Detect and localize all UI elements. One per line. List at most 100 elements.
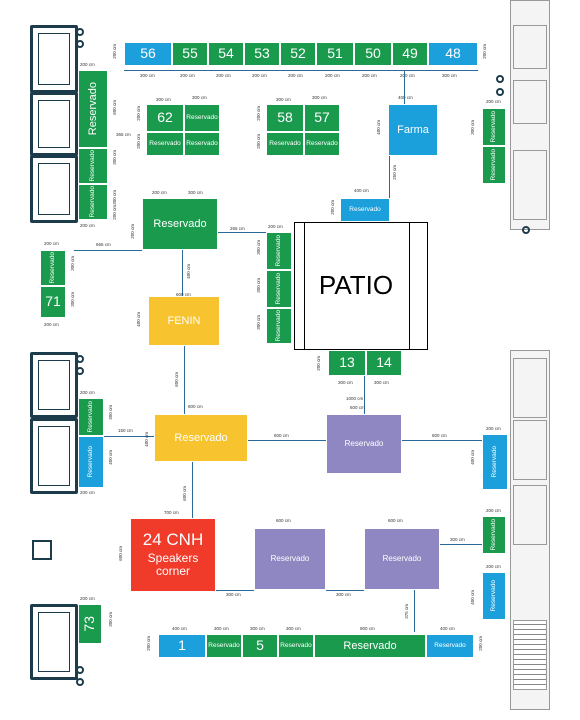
- dim-label: 200 cm: [136, 106, 141, 121]
- booth-55[interactable]: 55: [172, 42, 208, 66]
- dim-label: 200 cm: [216, 73, 231, 78]
- booth-reservado-left-top[interactable]: Reservado: [78, 70, 108, 148]
- booth-53[interactable]: 53: [244, 42, 280, 66]
- booth-reservado-left-mid-2[interactable]: Reservado: [78, 436, 104, 488]
- dim-label: 600 cm: [432, 433, 447, 438]
- dim-label: 200 cm: [152, 190, 167, 195]
- dim-label: 300 cm: [156, 97, 171, 102]
- booth-farma[interactable]: Farma: [388, 104, 438, 156]
- booth-reservado-left-mid-1[interactable]: Reservado: [78, 398, 104, 436]
- door-ring-icon: [76, 355, 84, 363]
- door-ring-icon: [76, 28, 84, 36]
- left-door-6: [30, 604, 78, 680]
- booth-52[interactable]: 52: [280, 42, 316, 66]
- dim-label: 300 cm: [336, 592, 351, 597]
- booth-label: Reservado: [86, 82, 99, 136]
- dim-label: 300 cm: [256, 240, 261, 255]
- booth-reservado-62-br[interactable]: Reservado: [184, 132, 220, 156]
- dim-label: 300 cm: [70, 256, 75, 271]
- booth-reservado-right-mid[interactable]: Reservado: [482, 434, 508, 490]
- dim-label: 600 cm: [388, 518, 403, 523]
- dim-label: 400 cm: [440, 626, 455, 631]
- booth-73[interactable]: 73: [78, 604, 102, 644]
- dim-label: 365 cm: [116, 132, 131, 137]
- cnh-subtitle-2: corner: [155, 564, 190, 579]
- booth-1[interactable]: 1: [158, 634, 206, 658]
- dim-label: 400 cm: [108, 450, 113, 465]
- booth-reservado-purple-bottom-2[interactable]: Reservado: [364, 528, 440, 590]
- booth-reservado-58-br[interactable]: Reservado: [304, 132, 340, 156]
- dim-line: [124, 70, 478, 71]
- booth-5[interactable]: 5: [242, 634, 278, 658]
- booth-label: Reservado: [87, 401, 95, 433]
- booth-reservado-right-bottom-1[interactable]: Reservado: [482, 516, 506, 554]
- dim-line: [402, 440, 482, 441]
- dim-label: 200 cm: [325, 73, 340, 78]
- dim-line: [440, 544, 482, 545]
- booth-reservado-farma-small[interactable]: Reservado: [340, 198, 390, 222]
- dim-label: 200 cm: [44, 322, 59, 327]
- booth-54[interactable]: 54: [208, 42, 244, 66]
- door-ring-icon: [496, 75, 504, 83]
- booth-14[interactable]: 14: [366, 350, 402, 376]
- booth-reservado-right-top-1[interactable]: Reservado: [482, 108, 506, 146]
- door-ring-icon: [76, 367, 84, 375]
- booth-reservado-bottom-3[interactable]: Reservado: [314, 634, 426, 658]
- booth-58[interactable]: 58: [266, 104, 304, 132]
- door-ring-icon: [522, 226, 530, 234]
- booth-reservado-purple-mid[interactable]: Reservado: [326, 414, 402, 474]
- booth-48[interactable]: 48: [428, 42, 478, 66]
- booth-reservado-center[interactable]: Reservado: [142, 198, 218, 250]
- booth-62[interactable]: 62: [146, 104, 184, 132]
- booth-reservado-71-top[interactable]: Reservado: [40, 250, 66, 286]
- dim-line: [414, 590, 415, 632]
- booth-50[interactable]: 50: [354, 42, 392, 66]
- dim-label: 200 cm: [486, 508, 501, 513]
- booth-57[interactable]: 57: [304, 104, 340, 132]
- booth-reservado-bottom-2[interactable]: Reservado: [278, 634, 314, 658]
- booth-reservado-purple-bottom-1[interactable]: Reservado: [254, 528, 326, 590]
- dim-label: 150 cm: [118, 428, 133, 433]
- dim-line: [192, 462, 193, 518]
- booth-reservado-yellow[interactable]: Reservado: [154, 414, 248, 462]
- booth-51[interactable]: 51: [316, 42, 354, 66]
- booth-reservado-62-bl[interactable]: Reservado: [146, 132, 184, 156]
- dim-label: 200 cm: [486, 564, 501, 569]
- booth-reservado-58-bl[interactable]: Reservado: [266, 132, 304, 156]
- dim-label: 300 cm: [338, 380, 353, 385]
- dim-label: 200 cm: [80, 490, 95, 495]
- booth-reservado-62-tr[interactable]: Reservado: [184, 104, 220, 132]
- booth-fenin[interactable]: FENIN: [148, 296, 220, 346]
- booth-reservado-right-top-2[interactable]: Reservado: [482, 146, 506, 184]
- booth-reservado-patio-3[interactable]: Reservado: [266, 308, 292, 344]
- booth-13[interactable]: 13: [328, 350, 366, 376]
- dim-label: 600 cm: [274, 433, 289, 438]
- door-ring-icon: [76, 666, 84, 674]
- dim-label: 200 cm: [268, 224, 283, 229]
- dim-line: [218, 232, 266, 233]
- dim-label: 600 cm: [118, 546, 123, 561]
- booth-49[interactable]: 49: [392, 42, 428, 66]
- booth-24-cnh-speakers-corner[interactable]: 24 CNH Speakers corner: [130, 518, 216, 592]
- dim-label: 600 cm: [176, 292, 191, 297]
- dim-label: 200 cm: [44, 241, 59, 246]
- left-door-4: [30, 352, 78, 418]
- dim-label: 600 cm: [112, 100, 117, 115]
- booth-reservado-bottom-1[interactable]: Reservado: [206, 634, 242, 658]
- patio-label: PATIO: [318, 270, 394, 300]
- booth-reservado-left-mid[interactable]: Reservado: [78, 148, 108, 184]
- booth-56[interactable]: 56: [124, 42, 172, 66]
- booth-reservado-bottom-4[interactable]: Reservado: [426, 634, 474, 658]
- dim-label: 300 cm: [276, 97, 291, 102]
- dim-label: 665 cm: [96, 242, 111, 247]
- booth-71[interactable]: 71: [40, 286, 66, 318]
- dim-label: 300 cm: [192, 95, 207, 100]
- booth-reservado-patio-2[interactable]: Reservado: [266, 270, 292, 308]
- dim-label: 200 cm: [256, 134, 261, 149]
- booth-label: Reservado: [49, 252, 57, 284]
- booth-reservado-patio-1[interactable]: Reservado: [266, 232, 292, 270]
- right-wall-window-4: [513, 358, 547, 418]
- booth-reservado-right-bottom-2[interactable]: Reservado: [482, 572, 506, 620]
- dim-label: 400 cm: [376, 120, 381, 135]
- booth-reservado-left-bottom[interactable]: Reservado: [78, 184, 108, 220]
